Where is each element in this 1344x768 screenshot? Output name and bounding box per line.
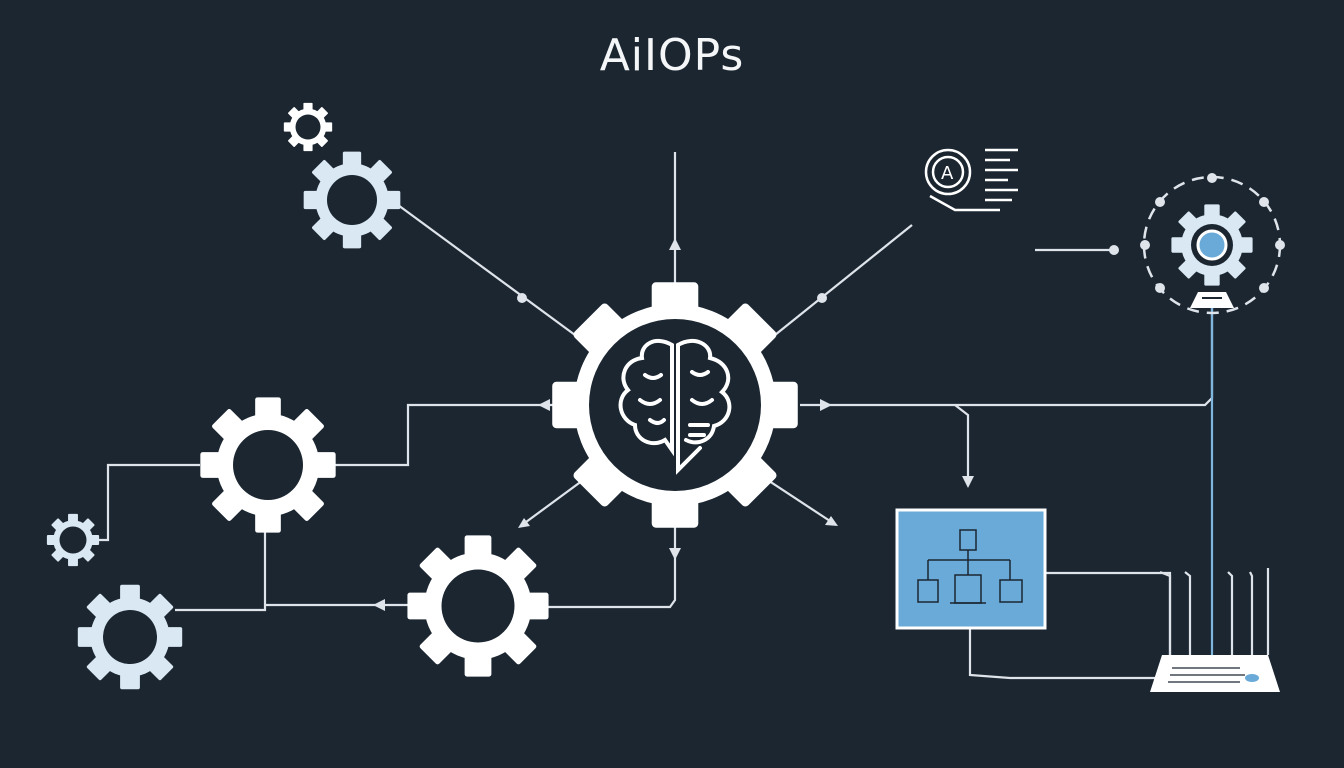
brain-gear-icon: [552, 282, 798, 528]
arrow-right: [820, 399, 832, 411]
gear-icon-top-left: [303, 151, 401, 249]
connector-monitor-bottom: [968, 628, 1155, 680]
arrow-up: [669, 238, 681, 250]
connector-right: [800, 305, 1214, 407]
arrow-left: [538, 399, 550, 411]
arrow-diag-br: [825, 516, 838, 526]
arrow-diag-bl: [518, 518, 530, 528]
connector-small-gear: [95, 463, 200, 542]
arrow-down-monitor: [962, 476, 974, 488]
connector-diag-br: [759, 474, 834, 524]
gear-icon-small-left: [46, 513, 100, 567]
gear-icon-tiny: [283, 102, 333, 152]
ai-document-icon: A: [924, 148, 1018, 212]
connector-to-monitor: [954, 404, 970, 480]
flowchart-monitor-icon: [895, 508, 1047, 630]
router-antenna-1: [1159, 570, 1172, 655]
router-antenna-4: [1249, 571, 1254, 655]
node-dot: [517, 293, 527, 303]
page-title: AiIOPs: [599, 30, 745, 81]
arrow-down: [669, 548, 681, 560]
connector-hub-down: [548, 520, 677, 609]
node-dot: [1109, 245, 1119, 255]
node-dot: [817, 293, 827, 303]
svg-text:A: A: [941, 163, 954, 184]
router-icon: [1150, 655, 1280, 692]
gear-icon-bottom-left: [77, 584, 183, 690]
gear-icon-bottom: [407, 535, 549, 677]
connector-left: [335, 403, 566, 467]
connector-monitor-router: [1045, 571, 1172, 655]
arrow-left-2: [373, 599, 385, 611]
router-antenna-3: [1227, 571, 1234, 655]
connector-top-left: [397, 204, 576, 336]
gear-icon-left: [200, 397, 336, 533]
connector-top-right: [774, 224, 913, 336]
router-antenna-2: [1184, 571, 1192, 655]
connector-bottom-left: [175, 525, 267, 612]
connectors: [95, 152, 1270, 680]
network-node-icon: [1140, 173, 1285, 315]
connector-diag-bl: [521, 474, 591, 526]
